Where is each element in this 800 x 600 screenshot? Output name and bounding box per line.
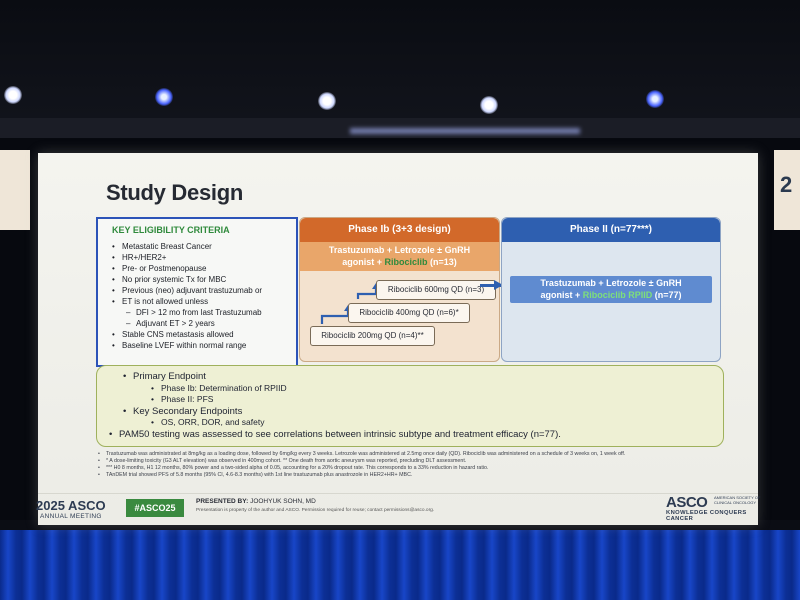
eligibility-heading: KEY ELIGIBILITY CRITERIA [112, 225, 230, 235]
ceiling [0, 0, 800, 130]
phase-transition-line [480, 284, 502, 287]
dose-200mg: Ribociclib 200mg QD (n=4)** [310, 326, 435, 346]
phase1-header: Phase Ib (3+3 design) [300, 218, 499, 242]
stage-curtain [0, 530, 800, 600]
eligibility-box: KEY ELIGIBILITY CRITERIA Metastatic Brea… [96, 217, 298, 367]
footnote: TAnDEM trial showed PFS of 5.8 months (9… [98, 472, 718, 479]
eligibility-item: Pre- or Postmenopause [110, 263, 294, 274]
secondary-endpoint-item: OS, ORR, DOR, and safety [111, 417, 711, 429]
meeting-logo: 2025 ASCO [36, 498, 106, 513]
footnote: * A dose-limiting toxicity (G3 ALT eleva… [98, 458, 718, 465]
side-screen-right: 2 [774, 150, 800, 230]
dose-600mg: Ribociclib 600mg QD (n=3) [376, 280, 496, 300]
presenter-name: JOOHYUK SOHN, MD [250, 498, 316, 505]
stage-light [318, 92, 336, 110]
projection-screen: Study Design KEY ELIGIBILITY CRITERIA Me… [36, 153, 760, 526]
phase2-n: (n=77) [652, 290, 682, 300]
eligibility-item: Metastatic Breast Cancer [110, 241, 294, 252]
endpoints-box: Primary Endpoint Phase Ib: Determination… [96, 365, 724, 447]
eligibility-list: Metastatic Breast Cancer HR+/HER2+ Pre- … [110, 241, 294, 351]
phase1-regimen-line1: Trastuzumab + Letrozole ± GnRH [328, 245, 471, 255]
hashtag-badge: #ASCO25 [126, 499, 184, 517]
meeting-name: ANNUAL MEETING [40, 513, 102, 520]
phase2-header: Phase II (n=77***) [502, 218, 720, 242]
eligibility-subitem: Adjuvant ET > 2 years [110, 318, 294, 329]
eligibility-item: Stable CNS metastasis allowed [110, 329, 294, 340]
primary-endpoint-item: Phase II: PFS [111, 394, 711, 406]
disclaimer: Presentation is property of the author a… [196, 508, 435, 513]
presenter-line: PRESENTED BY: JOOHYUK SOHN, MD [196, 498, 316, 505]
footnote: Trastuzumab was administrated at 8mg/kg … [98, 451, 718, 458]
secondary-endpoint-heading: Key Secondary Endpoints [111, 406, 711, 418]
phase2-box: Phase II (n=77***) Trastuzumab + Letrozo… [501, 217, 721, 362]
slide-title: Study Design [106, 180, 243, 205]
eligibility-item: ET is not allowed unless [110, 296, 294, 307]
eligibility-item: Baseline LVEF within normal range [110, 340, 294, 351]
truss-glow [350, 128, 580, 134]
slide-footer-divider [38, 493, 758, 526]
phase2-drug: Ribociclib RPIID [582, 290, 653, 300]
primary-endpoint-item: Phase Ib: Determination of RPIID [111, 383, 711, 395]
stage-light [4, 86, 22, 104]
phase1-regimen-prefix: agonist + [342, 257, 385, 267]
asco-org-name: AMERICAN SOCIETY OF CLINICAL ONCOLOGY [714, 495, 761, 505]
eligibility-item: Previous (neo) adjuvant trastuzumab or [110, 285, 294, 296]
phase1-box: Phase Ib (3+3 design) Trastuzumab + Letr… [299, 217, 500, 362]
eligibility-subitem: DFI > 12 mo from last Trastuzumab [110, 307, 294, 318]
primary-endpoint-heading: Primary Endpoint [111, 371, 711, 383]
stage-light [646, 90, 664, 108]
asco-tagline: KNOWLEDGE CONQUERS CANCER [666, 510, 747, 522]
presented-by-label: PRESENTED BY: [196, 498, 249, 505]
phase1-drug: Ribociclib [384, 257, 428, 267]
footnote: *** H0 8 months, H1 12 months, 80% power… [98, 465, 718, 472]
phase2-regimen-line1: Trastuzumab + Letrozole ± GnRH [540, 278, 682, 288]
phase1-n: (n=13) [427, 257, 457, 267]
side-screen-text: 2 [780, 172, 793, 197]
pam50-statement: PAM50 testing was assessed to see correl… [109, 429, 711, 441]
phase2-regimen: Trastuzumab + Letrozole ± GnRH agonist +… [510, 276, 712, 303]
dose-400mg: Ribociclib 400mg QD (n=6)* [348, 303, 470, 323]
stage-light [155, 88, 173, 106]
phase1-regimen: Trastuzumab + Letrozole ± GnRH agonist +… [300, 242, 499, 271]
side-screen-left [0, 150, 30, 230]
footnotes: Trastuzumab was administrated at 8mg/kg … [98, 451, 718, 479]
endpoints-list: Primary Endpoint Phase Ib: Determination… [109, 371, 711, 441]
eligibility-item: No prior systemic Tx for MBC [110, 274, 294, 285]
asco-logo: ASCO [666, 494, 708, 511]
stage-light [480, 96, 498, 114]
phase2-regimen-prefix: agonist + [540, 290, 583, 300]
phase-transition-arrow-icon [494, 280, 503, 290]
eligibility-item: HR+/HER2+ [110, 252, 294, 263]
